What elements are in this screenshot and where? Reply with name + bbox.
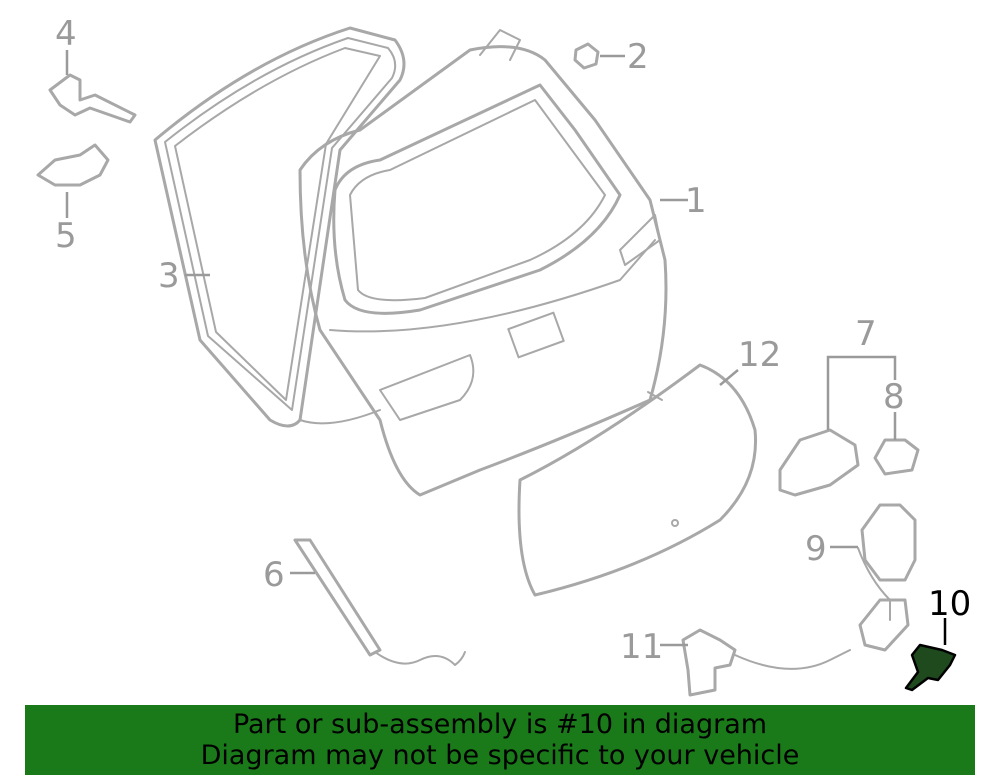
leader-12 (719, 369, 739, 386)
parts-diagram: 1 2 3 4 5 6 7 8 9 10 11 12 (36, 14, 971, 697)
callout-7: 7 (855, 314, 877, 354)
callout-5: 5 (55, 216, 77, 256)
part-4-hinge (48, 73, 137, 124)
callout-8: 8 (883, 377, 905, 417)
banner-line-2: Diagram may not be specific to your vehi… (200, 740, 800, 771)
callout-9: 9 (805, 529, 827, 569)
part-1-liftgate (298, 29, 668, 497)
callout-1: 1 (685, 181, 707, 221)
part-7-latch (778, 428, 860, 497)
part-12-glass (517, 363, 758, 597)
callout-12: 12 (738, 335, 781, 375)
leader-7 (826, 355, 897, 430)
callout-6: 6 (263, 555, 285, 595)
banner-line-1: Part or sub-assembly is #10 in diagram (232, 709, 768, 740)
callout-2: 2 (627, 37, 649, 77)
callout-10: 10 (928, 584, 971, 624)
part-11-handle (681, 628, 851, 697)
part-9-actuator (857, 503, 917, 652)
part-3-weatherstrip (153, 26, 406, 428)
callout-11: 11 (620, 627, 663, 667)
part-8-switch (873, 438, 920, 476)
part-2-clip (573, 42, 600, 70)
part-10-switch-highlight (904, 643, 957, 692)
callout-3: 3 (158, 256, 180, 296)
callout-4: 4 (55, 14, 77, 54)
info-banner: Part or sub-assembly is #10 in diagram D… (25, 705, 975, 775)
part-5-bracket (36, 143, 110, 187)
part-6-strut (293, 538, 466, 666)
